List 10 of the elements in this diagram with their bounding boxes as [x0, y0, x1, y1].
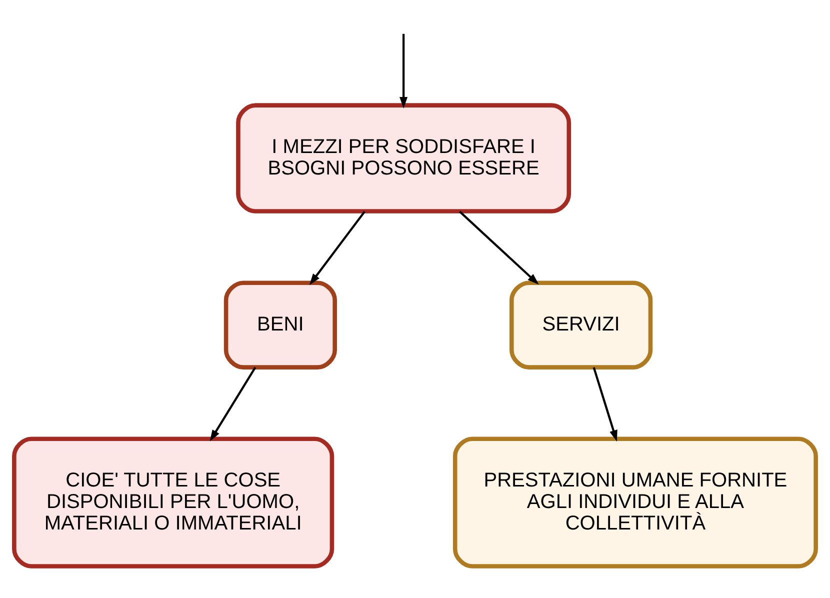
node-box: BENI [224, 280, 337, 369]
node-box: SERVIZI [509, 280, 653, 369]
node-box: PRESTAZIONI UMANE FORNITE AGLI INDIVIDUI E ALLA COLLETTIVITÀ [452, 436, 818, 568]
arrow [458, 210, 539, 284]
arrow [210, 366, 256, 441]
arrow [400, 33, 408, 108]
arrow [592, 366, 618, 442]
node-box: I MEZZI PER SODDISFARE I BSOGNI POSSONO ESSERE [236, 102, 572, 213]
arrow [309, 210, 366, 285]
node-box: CIOE' TUTTE LE COSE DISPONIBILI PER L'UOMO, MATERIALI O IMMATERIALI [12, 436, 334, 568]
